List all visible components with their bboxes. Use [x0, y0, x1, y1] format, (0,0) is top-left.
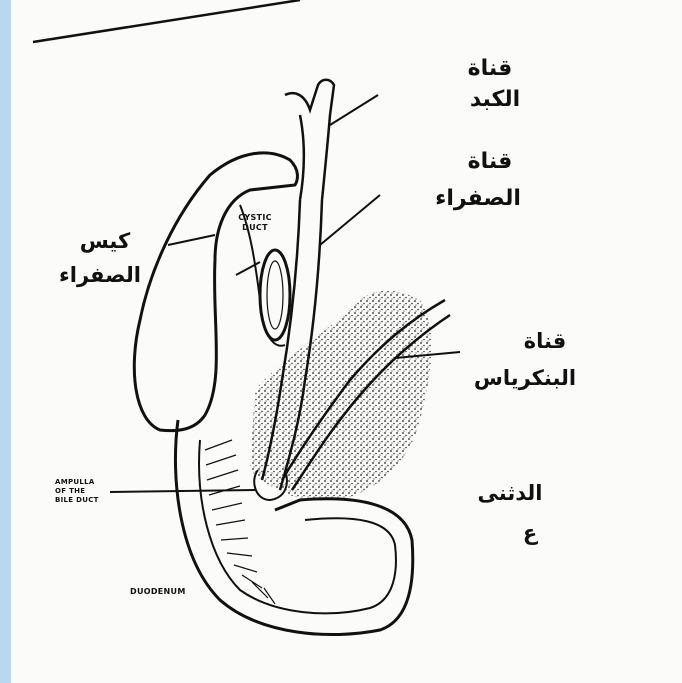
hepatic-duct-fork — [285, 80, 334, 200]
leader-hepatic-duct — [330, 95, 378, 125]
label-bile-duct-1: قناة — [468, 149, 513, 174]
label-ampulla-1: AMPULLA — [55, 478, 95, 486]
label-duodenum-ar-1: الدثنى — [478, 481, 543, 505]
label-cystic-duct-2: DUCT — [242, 223, 268, 232]
label-duodenum-ar-2: ع — [523, 521, 539, 545]
label-ampulla-2: OF THE — [55, 487, 85, 495]
label-cystic-duct-1: CYSTIC — [238, 213, 272, 222]
label-hepatic-duct-2: الكبد — [470, 87, 520, 112]
pancreas-tissue — [250, 291, 432, 501]
label-gallbladder-2: الصفراء — [59, 263, 141, 287]
label-hepatic-duct-1: قناة — [468, 56, 513, 81]
leader-gallbladder — [168, 235, 215, 245]
leader-ampulla — [110, 490, 255, 492]
label-pancreatic-duct-2: البنكرياس — [474, 366, 576, 390]
label-duodenum-en: DUODENUM — [130, 587, 186, 596]
cystic-stone — [260, 250, 290, 340]
label-bile-duct-2: الصفراء — [435, 186, 521, 211]
top-border-line — [33, 0, 300, 42]
label-pancreatic-duct-1: قناة — [524, 329, 567, 353]
label-gallbladder-1: كيس — [80, 229, 131, 253]
cystic-stone-inner — [267, 261, 283, 329]
hepatic-duct-left — [300, 115, 304, 200]
label-ampulla-3: BILE DUCT — [55, 496, 99, 504]
leader-bile-duct — [320, 195, 380, 245]
